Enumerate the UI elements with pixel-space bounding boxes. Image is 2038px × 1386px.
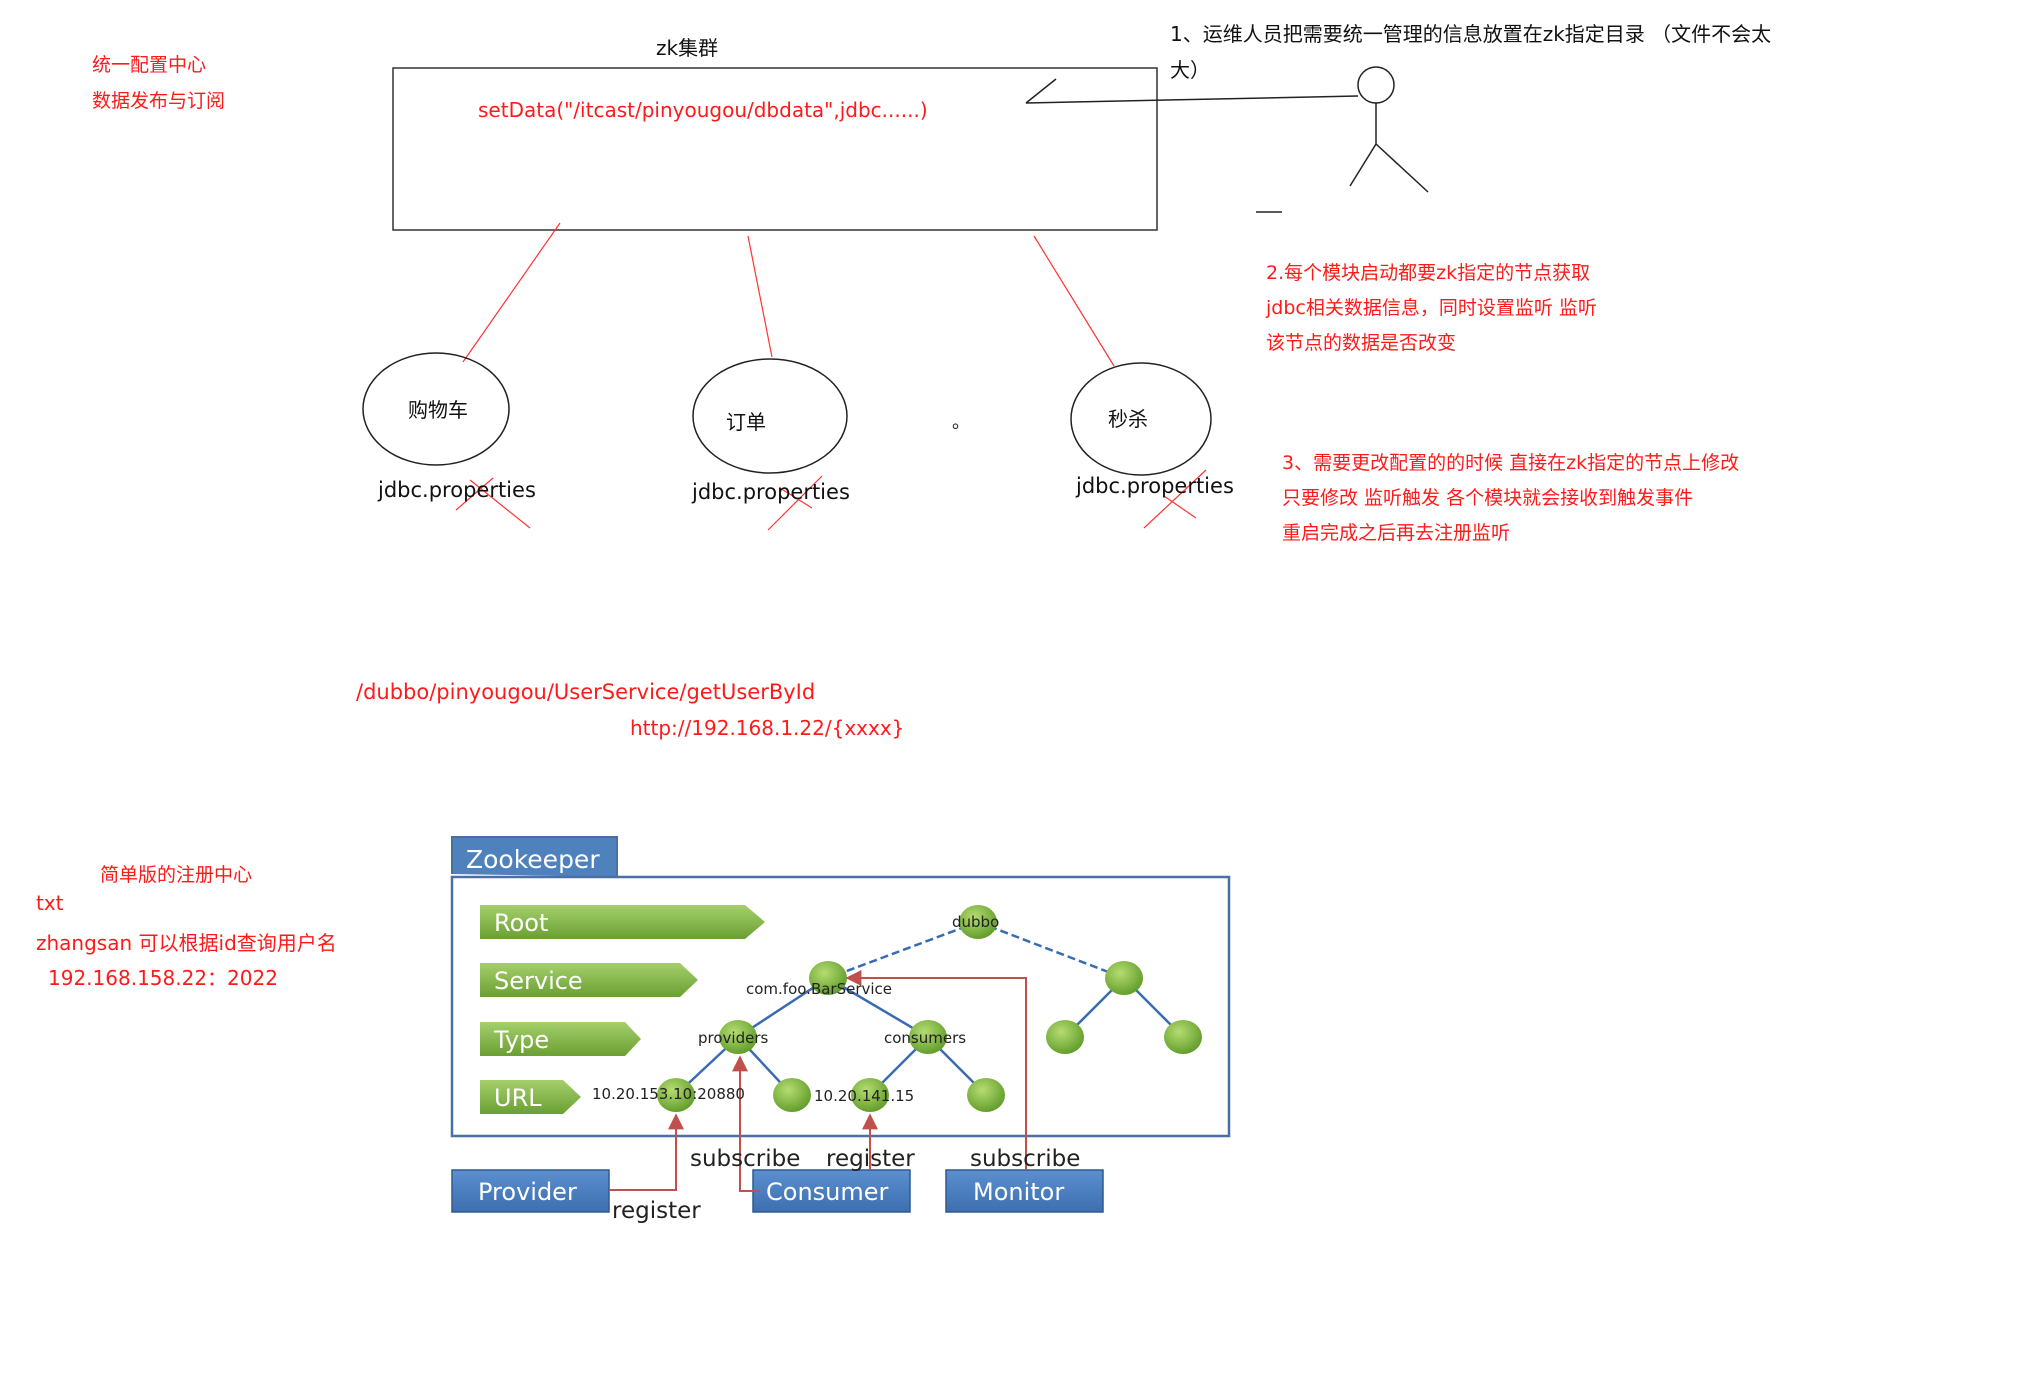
step1-line1: 1、运维人员把需要统一管理的信息放置在zk指定目录 （文件不会太 bbox=[1170, 22, 1772, 46]
step2-line3: 该节点的数据是否改变 bbox=[1266, 332, 1457, 354]
registry-zhangsan: zhangsan 可以根据id查询用户名 bbox=[36, 931, 337, 955]
step3-line3: 重启完成之后再去注册监听 bbox=[1282, 522, 1511, 544]
node-dubbo-label: dubbo bbox=[952, 913, 999, 931]
note-pubsub: 数据发布与订阅 bbox=[92, 90, 226, 112]
consumer-url-label: 10.20.141.15 bbox=[814, 1087, 914, 1105]
monitor-subscribe-label: subscribe bbox=[970, 1146, 1080, 1172]
link-cart bbox=[462, 222, 561, 363]
zookeeper-frame bbox=[450, 875, 1231, 1138]
registry-ip: 192.168.158.22：2022 bbox=[48, 966, 278, 990]
arrow-consumer-subscribe bbox=[732, 1055, 760, 1192]
arrow-monitor-subscribe bbox=[845, 970, 1027, 1170]
monitor-box bbox=[945, 1169, 1104, 1213]
provider-box bbox=[451, 1169, 610, 1213]
node-consumers-label: consumers bbox=[884, 1029, 966, 1047]
registry-title: 简单版的注册中心 bbox=[100, 864, 253, 886]
level-service-label: Service bbox=[494, 967, 583, 995]
dot-mark: 。 bbox=[952, 412, 970, 433]
provider-register-label: register bbox=[612, 1198, 701, 1224]
node-providers bbox=[719, 1020, 757, 1054]
link-seckill bbox=[1033, 235, 1115, 367]
node-url-4 bbox=[967, 1078, 1005, 1112]
consumer-label: Consumer bbox=[766, 1178, 889, 1206]
config-center-diagram bbox=[362, 66, 1429, 531]
consumer-register-label: register bbox=[826, 1146, 915, 1172]
node-consumer-url bbox=[851, 1078, 889, 1112]
dubbo-url: http://192.168.1.22/{xxxx} bbox=[630, 716, 905, 740]
cross-seckill bbox=[1143, 469, 1207, 529]
node-type-3 bbox=[1046, 1020, 1084, 1054]
step2-line2: jdbc相关数据信息，同时设置监听 监听 bbox=[1266, 297, 1597, 319]
level-service-band bbox=[480, 963, 698, 997]
level-root-band bbox=[480, 905, 765, 939]
link-order bbox=[747, 235, 773, 358]
level-url-label: URL bbox=[494, 1084, 542, 1112]
zookeeper-tab bbox=[451, 836, 618, 877]
provider-url-label: 10.20.153.10:20880 bbox=[592, 1085, 745, 1103]
tree-links bbox=[675, 920, 1184, 1096]
step3-line2: 只要修改 监听触发 各个模块就会接收到触发事件 bbox=[1282, 487, 1694, 509]
node-url-2 bbox=[773, 1078, 811, 1112]
node-service-label: com.foo.BarService bbox=[746, 980, 892, 998]
registry-txt: txt bbox=[36, 891, 64, 915]
tree-nodes bbox=[657, 905, 1202, 1112]
module-seckill-ellipse bbox=[1070, 362, 1212, 476]
module-order-name: 订单 bbox=[726, 410, 766, 434]
provider-label: Provider bbox=[478, 1178, 577, 1206]
node-service-2 bbox=[1105, 961, 1143, 995]
level-url-band bbox=[480, 1080, 581, 1114]
module-cart-file: jdbc.properties bbox=[378, 478, 536, 502]
step1-line2: 大） bbox=[1170, 58, 1210, 82]
node-service bbox=[809, 961, 847, 995]
consumer-subscribe-label: subscribe bbox=[690, 1146, 800, 1172]
cross-order bbox=[767, 475, 823, 531]
module-seckill-name: 秒杀 bbox=[1108, 407, 1148, 431]
cluster-title: zk集群 bbox=[656, 36, 719, 60]
level-type-label: Type bbox=[493, 1026, 549, 1054]
module-seckill-file: jdbc.properties bbox=[1076, 474, 1234, 498]
module-cart-name: 购物车 bbox=[408, 398, 468, 422]
module-cart-ellipse bbox=[362, 352, 510, 466]
level-type-band bbox=[480, 1022, 641, 1056]
node-dubbo bbox=[959, 905, 997, 939]
module-order-file: jdbc.properties bbox=[692, 480, 850, 504]
set-data-call: setData("/itcast/pinyougou/dbdata",jdbc.… bbox=[478, 98, 928, 122]
zookeeper-tab-label: Zookeeper bbox=[466, 845, 600, 874]
monitor-label: Monitor bbox=[973, 1178, 1064, 1206]
node-consumers bbox=[909, 1020, 947, 1054]
arrow-provider-register bbox=[609, 1113, 684, 1191]
note-config-center: 统一配置中心 bbox=[92, 54, 207, 76]
node-type-4 bbox=[1164, 1020, 1202, 1054]
operator-icon bbox=[1025, 66, 1429, 213]
cross-cart bbox=[455, 477, 531, 529]
module-order-ellipse bbox=[692, 358, 848, 474]
red-arrows bbox=[609, 970, 1027, 1192]
node-providers-label: providers bbox=[698, 1029, 768, 1047]
zk-cluster-box bbox=[392, 67, 1158, 231]
dubbo-path: /dubbo/pinyougou/UserService/getUserById bbox=[356, 680, 816, 704]
consumer-box bbox=[752, 1169, 911, 1213]
level-root-label: Root bbox=[494, 909, 548, 937]
node-provider-url bbox=[657, 1078, 695, 1112]
step2-line1: 2.每个模块启动都要zk指定的节点获取 bbox=[1266, 262, 1591, 284]
step3-line1: 3、需要更改配置的的时候 直接在zk指定的节点上修改 bbox=[1282, 452, 1740, 474]
